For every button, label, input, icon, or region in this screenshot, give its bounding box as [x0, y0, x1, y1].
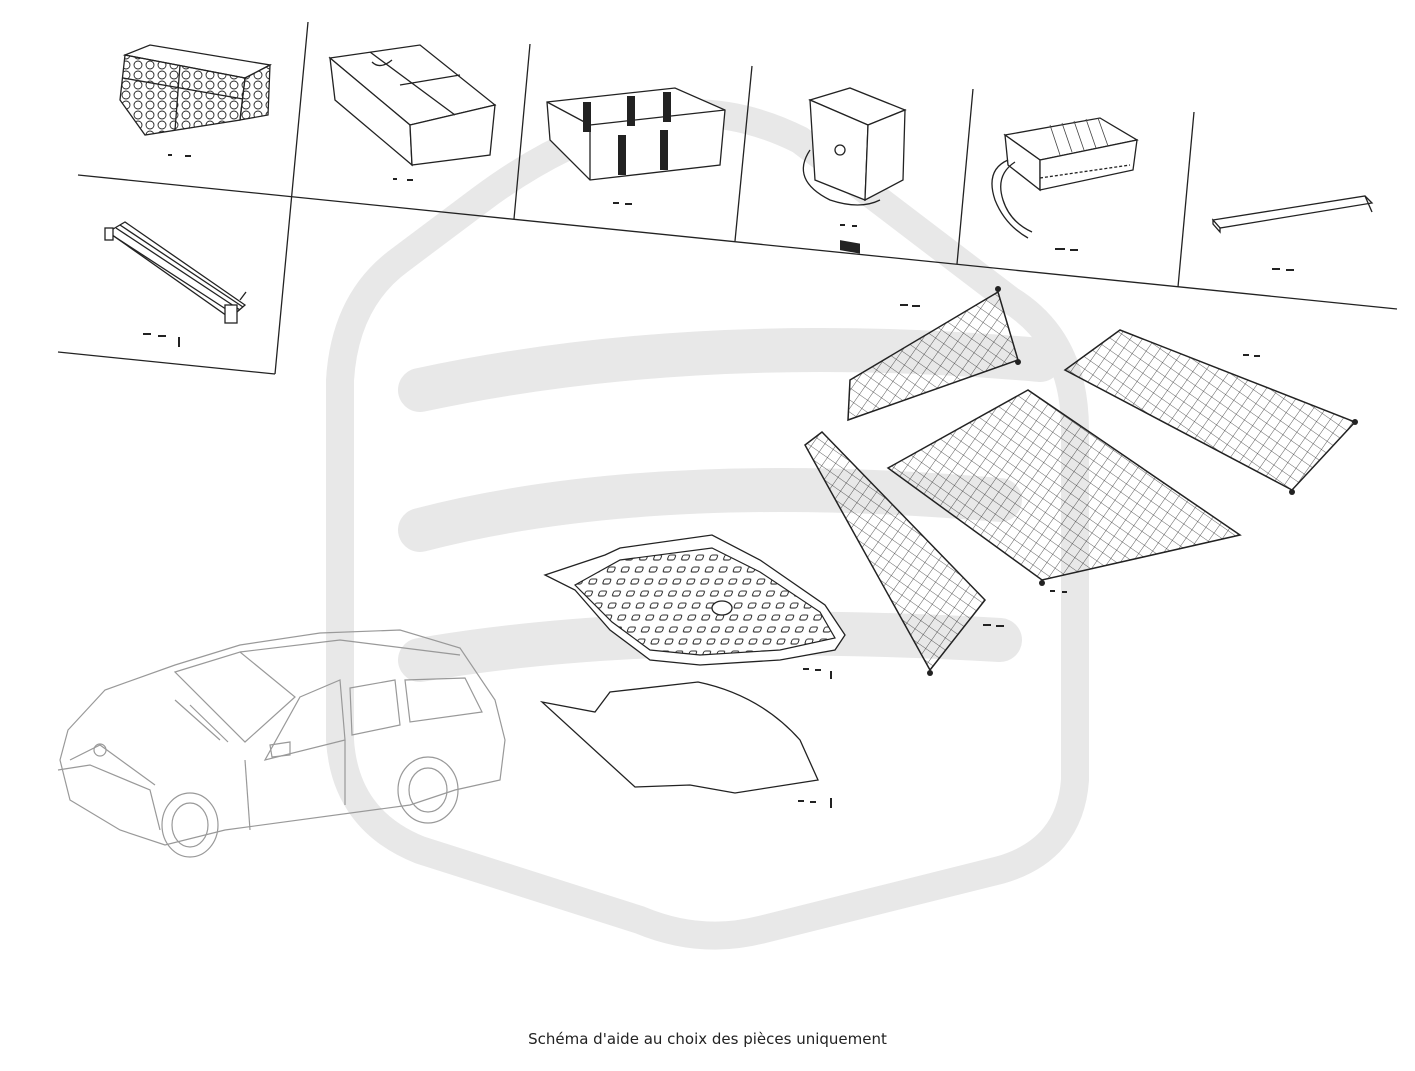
tray-icon: [546, 87, 726, 205]
rail-icon: [1211, 195, 1374, 271]
cooler-icon: [802, 87, 907, 254]
diagram-caption: Schéma d'aide au choix des pièces unique…: [528, 1030, 887, 1048]
tub-icon: [543, 534, 846, 679]
mat-icon: [539, 681, 832, 808]
organizer-icon: [328, 44, 497, 181]
car-icon: [57, 629, 506, 858]
roller-icon: [104, 221, 247, 347]
net-icon: [804, 286, 1358, 676]
crate-icon: [119, 44, 273, 157]
compressor-icon: [991, 117, 1139, 251]
parts-grid: [57, 21, 1398, 375]
